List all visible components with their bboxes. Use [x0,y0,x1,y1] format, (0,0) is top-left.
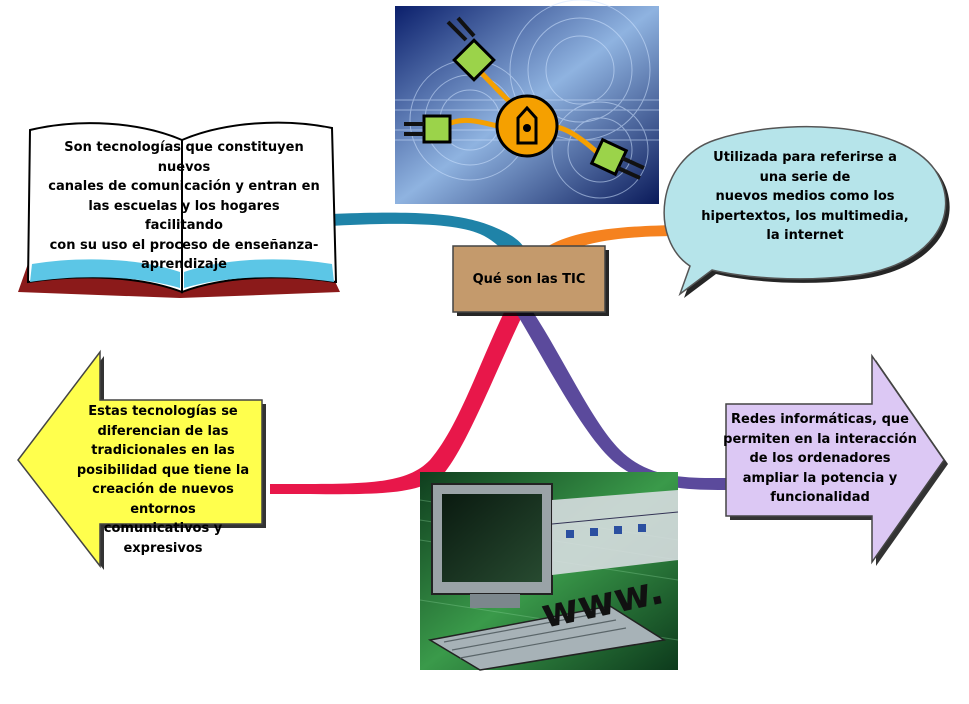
right-arrow-node [725,353,948,566]
text-line: canales de comunicación y entran en [48,179,320,194]
text-line: Son tecnologías que constituyen nuevos [64,140,304,175]
browser-toolbar [551,490,679,575]
right-arrow-text: Redes informáticas, que permiten en la i… [722,410,918,508]
network-plugs-icon [404,16,645,180]
center-topic-box [452,245,609,316]
text-line: Estas tecnologías se [88,404,238,419]
text-line: las escuelas y los hogares facilitando [88,198,280,234]
text-line: con su uso el proceso de enseñanza- [49,237,319,253]
text-line: funcionalidad [770,490,870,505]
text-line: hipertextos, los multimedia, [701,208,909,224]
connector-to-right-arrow [512,300,730,490]
connector-to-bubble [545,225,680,258]
text-line: comunicativos y expresivos [103,521,223,556]
book-node [18,121,340,298]
connector-to-left-arrow [270,300,528,495]
text-line: diferencian de las [97,423,229,439]
monitor-icon [431,483,553,608]
text-line: nuevos medios como los [715,189,895,204]
left-arrow-text: Estas tecnologías se diferencian de las … [62,402,264,558]
text-line: Utilizada para referirse a [713,150,897,165]
text-line: una serie de [759,169,851,185]
central-topic-label: Qué son las TIC [472,271,586,287]
book-text: Son tecnologías que constituyen nuevos c… [48,138,320,275]
text-line: tradicionales en las [91,443,235,458]
speech-bubble-node [663,125,950,298]
computer-www-image: www. [419,472,679,671]
text-line: de los ordenadores [749,451,891,466]
text-line: la internet [766,228,844,243]
text-line: creación de nuevos entornos [92,482,234,517]
text-line: posibilidad que tiene la [76,462,250,478]
bubble-text: Utilizada para referirse a una serie de … [692,148,918,246]
text-line: ampliar la potencia y [742,470,898,486]
text-line: permiten en la interacción [723,431,917,447]
connector-to-book [330,212,529,290]
text-line: aprendizaje [141,257,227,272]
text-line: Redes informáticas, que [731,412,909,427]
left-arrow-node [17,349,266,570]
network-plugs-image [395,0,659,204]
keyboard-icon [427,605,667,671]
